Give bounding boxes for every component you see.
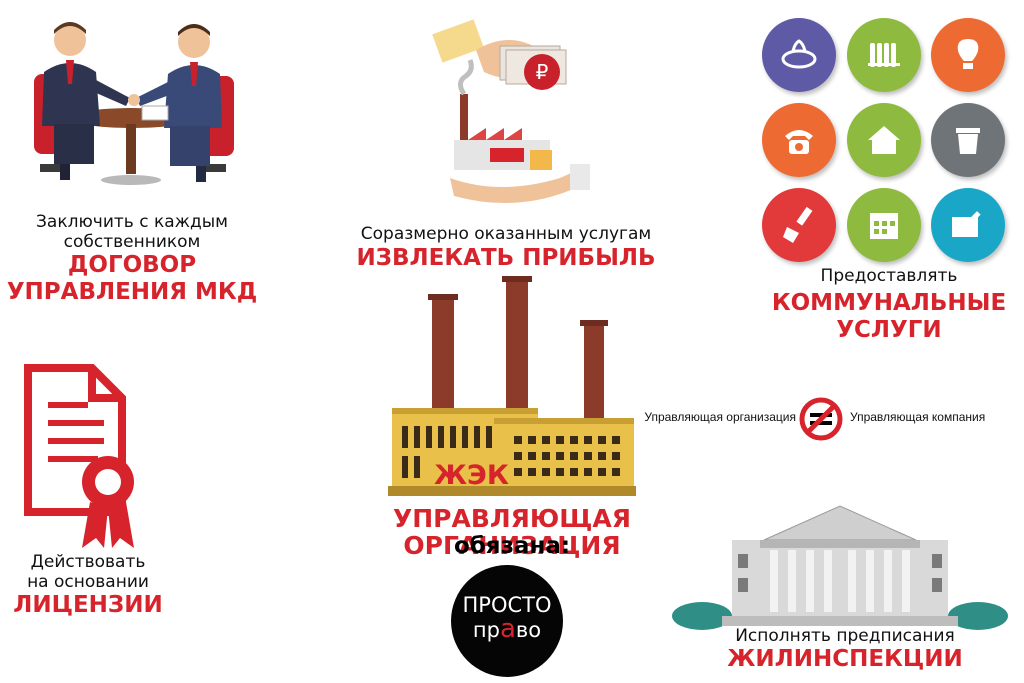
license-caption-line2: на основании [27,572,149,592]
not-equal-right: Управляющая компания [850,410,986,424]
contract-title-line1: ДОГОВОР [67,252,197,278]
center-subtitle: обязана: [453,533,571,559]
paint-brush-icon [762,188,836,262]
money-hand-factory-illustration: ₽ [432,19,590,204]
license-title: ЛИЦЕНЗИИ [13,592,163,618]
calendar-icon [847,188,921,262]
utilities-title-line2: УСЛУГИ [836,317,942,343]
utilities-caption: Предоставлять [820,266,958,286]
inspection-title: ЖИЛИНСПЕКЦИИ [727,646,963,672]
lightbulb-icon [931,18,1005,92]
factory-illustration [388,276,636,496]
inspection-caption: Исполнять предписания [735,626,955,646]
not-equal-icon [799,397,843,441]
government-building-illustration [672,505,1008,630]
license-caption-line1: Действовать [30,552,146,572]
profit-title: ИЗВЛЕКАТЬ ПРИБЫЛЬ [356,245,656,271]
prosto-pravo-logo: ПРОСТО право [451,565,563,677]
house-icon [847,103,921,177]
svg-text:₽: ₽ [536,60,549,84]
center-title: УПРАВЛЯЮЩАЯ ОРГАНИЗАЦИЯ [392,504,632,560]
telephone-icon [762,103,836,177]
logo-line1: ПРОСТО [462,593,552,617]
not-equal-left: Управляющая организация [644,410,796,424]
contract-title-line2: УПРАВЛЕНИЯ МКД [6,279,258,305]
trash-bin-icon [931,103,1005,177]
utilities-title-line1: КОММУНАЛЬНЫЕ [771,290,1007,316]
contract-caption-line2: собственником [63,232,201,252]
gas-burner-icon [762,18,836,92]
contract-caption-line1: Заключить с каждым [36,212,228,232]
zhek-sign: ЖЭК [434,460,509,491]
radiator-icon [847,18,921,92]
document-pen-icon [931,188,1005,262]
logo-line2: право [472,614,542,644]
handshake-meeting-illustration [34,22,234,185]
license-certificate-icon [24,364,134,548]
profit-caption: Соразмерно оказанным услугам [360,224,652,244]
